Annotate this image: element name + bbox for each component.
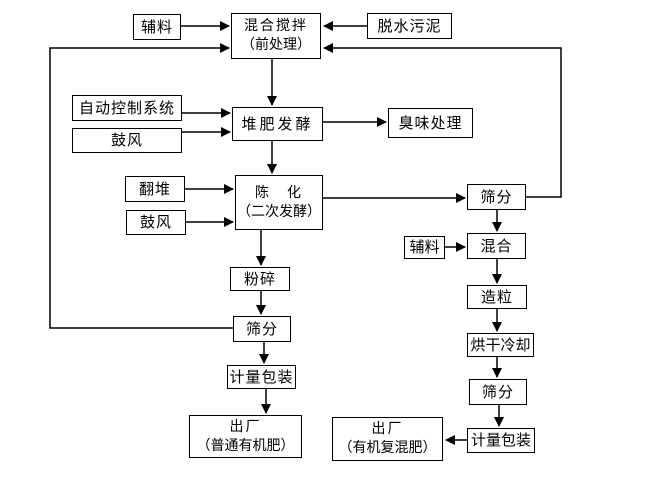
node-sieve-right-top: 筛分	[467, 184, 526, 210]
node-label: 辅料	[140, 17, 173, 36]
node-label: 混合	[480, 236, 513, 255]
node-label: 堆肥发酵	[241, 114, 314, 133]
node-sublabel: （有机复混肥）	[338, 440, 437, 456]
node-label: 筛分	[480, 187, 513, 206]
node-out-left: 出厂 （普通有机肥）	[189, 415, 302, 458]
node-turning: 翻堆	[125, 176, 185, 202]
node-label: 筛分	[481, 382, 514, 401]
node-compost-ferment: 堆肥发酵	[232, 107, 323, 141]
node-label: 陈 化	[255, 184, 303, 201]
node-out-right: 出厂 （有机复混肥）	[332, 417, 443, 461]
node-sublabel: （二次发酵）	[237, 203, 321, 220]
node-aux-top: 辅料	[133, 14, 181, 40]
node-label: 筛分	[245, 319, 278, 338]
node-sublabel: （普通有机肥）	[196, 437, 295, 454]
node-label: 造粒	[480, 287, 513, 306]
node-label: 出厂	[229, 418, 262, 435]
node-label: 臭味处理	[398, 113, 463, 132]
node-label: 鼓风	[110, 131, 143, 149]
node-sublabel: （前处理）	[241, 37, 311, 53]
node-label: 辅料	[409, 238, 440, 256]
node-label: 鼓风	[139, 213, 172, 231]
node-label: 计量包装	[470, 431, 531, 449]
node-label: 脱水污泥	[377, 16, 442, 35]
node-auto-control: 自动控制系统	[72, 95, 182, 121]
node-label: 自动控制系统	[78, 98, 175, 117]
node-label: 混合搅拌	[244, 18, 308, 34]
node-blower-1: 鼓风	[72, 128, 182, 153]
edge-sieve-right-return-to-mix	[323, 43, 562, 198]
node-pack-right: 计量包装	[467, 428, 535, 453]
node-dry-cool: 烘干冷却	[467, 333, 534, 357]
node-aging: 陈 化 （二次发酵）	[235, 175, 323, 230]
node-mixing: 混合	[467, 233, 526, 259]
node-sieve-right-bottom: 筛分	[469, 379, 527, 405]
node-pack-left: 计量包装	[227, 365, 296, 389]
node-sieve-left: 筛分	[233, 316, 291, 342]
node-aux-right: 辅料	[404, 236, 445, 259]
node-crush: 粉碎	[230, 267, 290, 291]
node-label: 出厂	[371, 421, 404, 437]
node-label: 烘干冷却	[470, 335, 531, 354]
node-odor-treat: 臭味处理	[388, 108, 473, 138]
node-mix-pretreat: 混合搅拌 （前处理）	[231, 13, 321, 59]
node-label: 粉碎	[243, 269, 276, 288]
edge-sieve-left-return-to-mix	[49, 43, 233, 329]
node-granulate: 造粒	[467, 285, 527, 309]
node-label: 翻堆	[138, 179, 171, 198]
node-label: 计量包装	[229, 367, 294, 386]
node-blower-2: 鼓风	[126, 210, 186, 235]
node-dewatered-sludge: 脱水污泥	[367, 13, 452, 39]
